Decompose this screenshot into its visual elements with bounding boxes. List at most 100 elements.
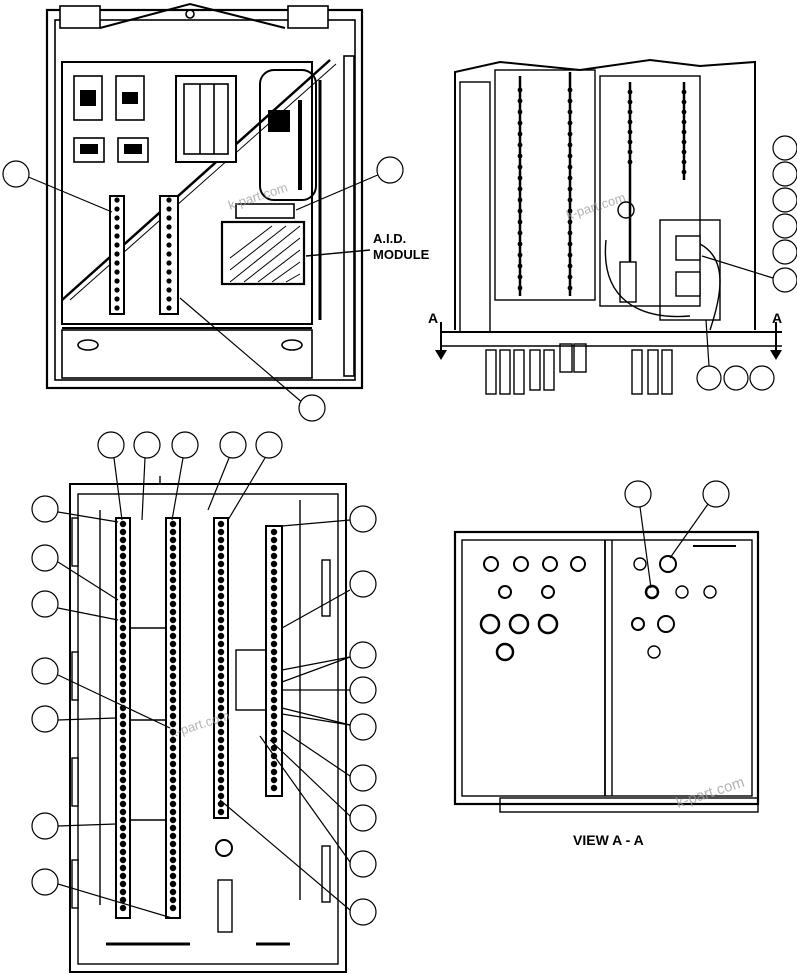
terminal-screw <box>270 568 278 576</box>
terminal-screw <box>119 856 127 864</box>
terminal-screw <box>270 672 278 680</box>
terminal-screw <box>627 89 633 95</box>
terminal-screw <box>517 87 523 93</box>
terminal-screw <box>627 119 633 125</box>
terminal-screw <box>169 544 177 552</box>
terminal-screw <box>169 784 177 792</box>
terminal-screw <box>217 568 225 576</box>
terminal-screw <box>169 840 177 848</box>
terminal-screw <box>270 760 278 768</box>
terminal-screw <box>270 560 278 568</box>
aid-module-label-line1: A.I.D. <box>373 231 406 246</box>
terminal-screw <box>114 206 120 212</box>
terminal-screw <box>217 640 225 648</box>
terminal-screw <box>169 672 177 680</box>
terminal-screw <box>166 269 172 275</box>
terminal-screw <box>119 600 127 608</box>
callout-bubble <box>376 156 404 184</box>
terminal-screw <box>567 208 573 214</box>
terminal-screw <box>517 142 523 148</box>
terminal-screw <box>270 704 278 712</box>
terminal-screw <box>119 888 127 896</box>
terminal-screw <box>119 768 127 776</box>
terminal-screw <box>119 744 127 752</box>
terminal-screw <box>169 632 177 640</box>
terminal-screw <box>166 251 172 257</box>
terminal-screw <box>119 904 127 912</box>
terminal-screw <box>517 153 523 159</box>
terminal-screw <box>270 616 278 624</box>
terminal-screw <box>270 528 278 536</box>
terminal-screw <box>517 274 523 280</box>
terminal-screw <box>114 287 120 293</box>
terminal-screw <box>169 592 177 600</box>
terminal-screw <box>270 632 278 640</box>
terminal-screw <box>169 648 177 656</box>
callouts-side-view <box>696 135 797 391</box>
view-a-a-title: VIEW A - A <box>573 832 644 848</box>
terminal-screw <box>119 824 127 832</box>
terminal-screw <box>270 608 278 616</box>
terminal-screw <box>217 584 225 592</box>
terminal-screw <box>517 164 523 170</box>
terminal-screw <box>119 568 127 576</box>
terminal-screw <box>270 720 278 728</box>
terminal-screw <box>169 576 177 584</box>
callout-bubble <box>97 431 125 459</box>
terminal-screw <box>217 536 225 544</box>
terminal-screw <box>517 219 523 225</box>
terminal-screw <box>627 159 633 165</box>
terminal-screw <box>567 252 573 258</box>
terminal-screw <box>119 576 127 584</box>
terminal-screw <box>217 520 225 528</box>
terminal-screw <box>119 520 127 528</box>
terminal-screw <box>681 109 687 115</box>
terminal-screw <box>270 656 278 664</box>
callout-bubble <box>349 676 377 704</box>
terminal-screw <box>567 175 573 181</box>
terminal-screw <box>169 520 177 528</box>
section-arrow-label-right: A <box>772 310 782 326</box>
terminal-screw <box>270 680 278 688</box>
terminal-screw <box>114 278 120 284</box>
terminal-screw <box>119 808 127 816</box>
terminal-screw <box>567 263 573 269</box>
terminal-screw <box>169 528 177 536</box>
terminal-screw <box>119 552 127 560</box>
terminal-screw <box>169 600 177 608</box>
terminal-screw <box>681 99 687 105</box>
terminal-screw <box>169 704 177 712</box>
callout-bubble <box>772 135 797 161</box>
terminal-screw <box>217 592 225 600</box>
terminal-screw <box>217 648 225 656</box>
terminal-screw <box>169 792 177 800</box>
callout-bubble <box>696 365 722 391</box>
terminal-screw <box>119 640 127 648</box>
terminal-screw <box>517 241 523 247</box>
terminal-screw <box>169 728 177 736</box>
terminal-screw <box>169 680 177 688</box>
callout-bubble <box>772 267 797 293</box>
terminal-screw <box>119 544 127 552</box>
terminal-screw <box>119 776 127 784</box>
terminal-screw <box>119 728 127 736</box>
callout-bubble <box>2 160 30 188</box>
terminal-screw <box>169 896 177 904</box>
callout-bubble <box>702 480 730 508</box>
callout-bubble <box>349 804 377 832</box>
terminal-screw <box>119 800 127 808</box>
callout-bubble <box>772 213 797 239</box>
terminal-screw <box>119 616 127 624</box>
terminal-screw <box>217 760 225 768</box>
terminal-screw <box>217 736 225 744</box>
terminal-screw <box>114 224 120 230</box>
callout-bubble <box>31 657 59 685</box>
terminal-screw <box>567 241 573 247</box>
terminal-screw <box>270 640 278 648</box>
callout-bubble <box>349 641 377 669</box>
terminal-screw <box>270 784 278 792</box>
terminal-screw <box>169 808 177 816</box>
terminal-screw <box>169 608 177 616</box>
terminal-screw <box>119 680 127 688</box>
terminal-screw <box>217 528 225 536</box>
